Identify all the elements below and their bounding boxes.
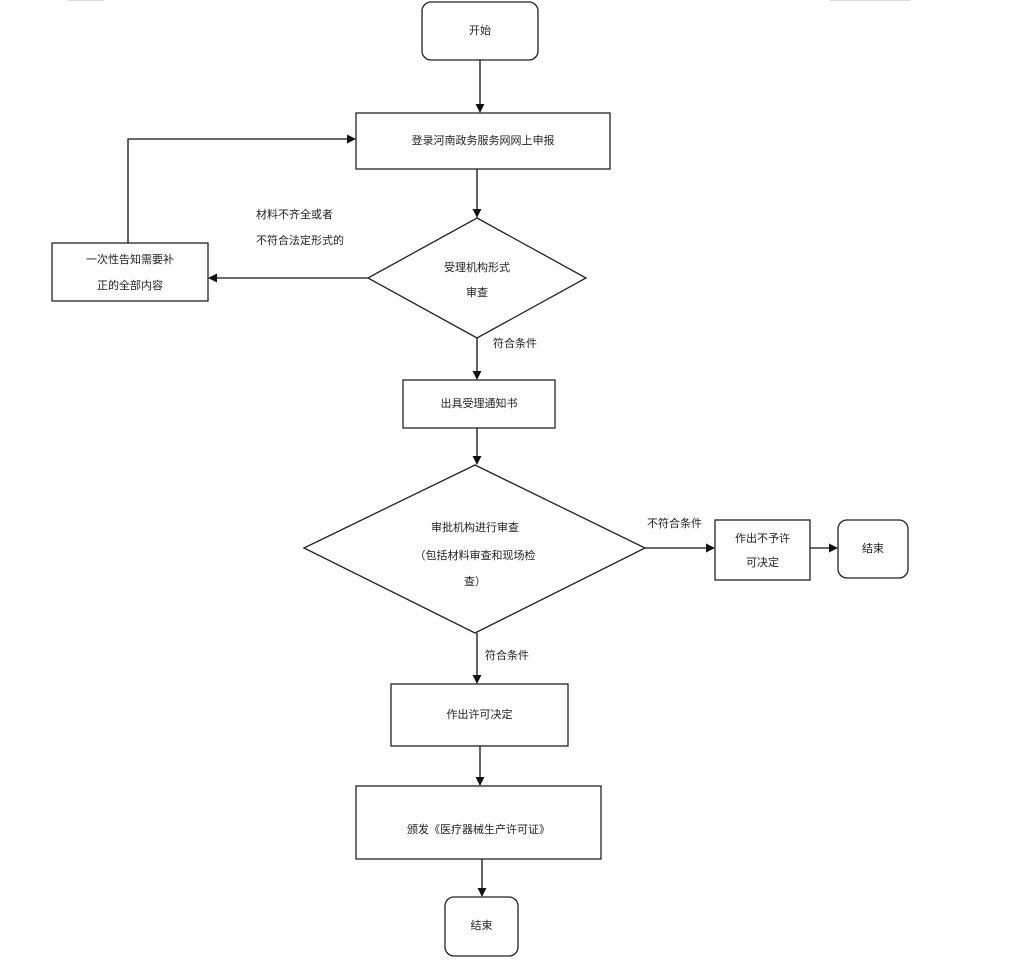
edge-label-not-meets: 不符合条件 [647, 517, 702, 530]
end-right-label: 结束 [862, 542, 884, 555]
edge-label-incomplete-1: 材料不齐全或者 [256, 208, 333, 221]
start-label: 开始 [469, 24, 491, 37]
deny-node [714, 519, 811, 581]
edge-label-meets-1: 符合条件 [493, 337, 537, 350]
approval-label-1: 审批机构进行审查 [431, 521, 519, 534]
login-node [355, 112, 611, 170]
deny-label-2: 可决定 [746, 556, 779, 569]
form-review-label-2: 审查 [466, 286, 488, 299]
notify-label-2: 正的全部内容 [97, 279, 163, 292]
end-right-node [837, 519, 909, 579]
edge-label-incomplete-2: 不符合法定形式的 [256, 234, 344, 247]
end-bottom-label: 结束 [470, 919, 493, 932]
accept-notice-label: 出具受理通知书 [440, 397, 518, 410]
edge-notify-login [127, 134, 356, 243]
approval-label-2: （包括材料审查和现场检 [414, 549, 536, 562]
edge-label-meets-2: 符合条件 [485, 649, 529, 662]
page-edge-left [68, 0, 104, 1]
notify-label-1: 一次性告知需要补 [86, 253, 174, 266]
form-review-label-1: 受理机构形式 [444, 261, 510, 274]
permit-label: 作出许可决定 [446, 708, 513, 721]
accept-notice-node [402, 379, 556, 429]
login-label: 登录河南政务服务网网上申报 [411, 134, 555, 147]
issue-label: 颁发《医疗器械生产许可证》 [407, 823, 550, 836]
issue-node [355, 785, 602, 860]
approval-node [302, 464, 647, 634]
notify-node [51, 242, 209, 302]
permit-node [390, 683, 569, 747]
deny-label-1: 作出不予许 [735, 532, 790, 545]
approval-label-3: 查） [464, 575, 486, 588]
end-bottom-node [444, 896, 519, 957]
page-edge-right [830, 0, 910, 1]
